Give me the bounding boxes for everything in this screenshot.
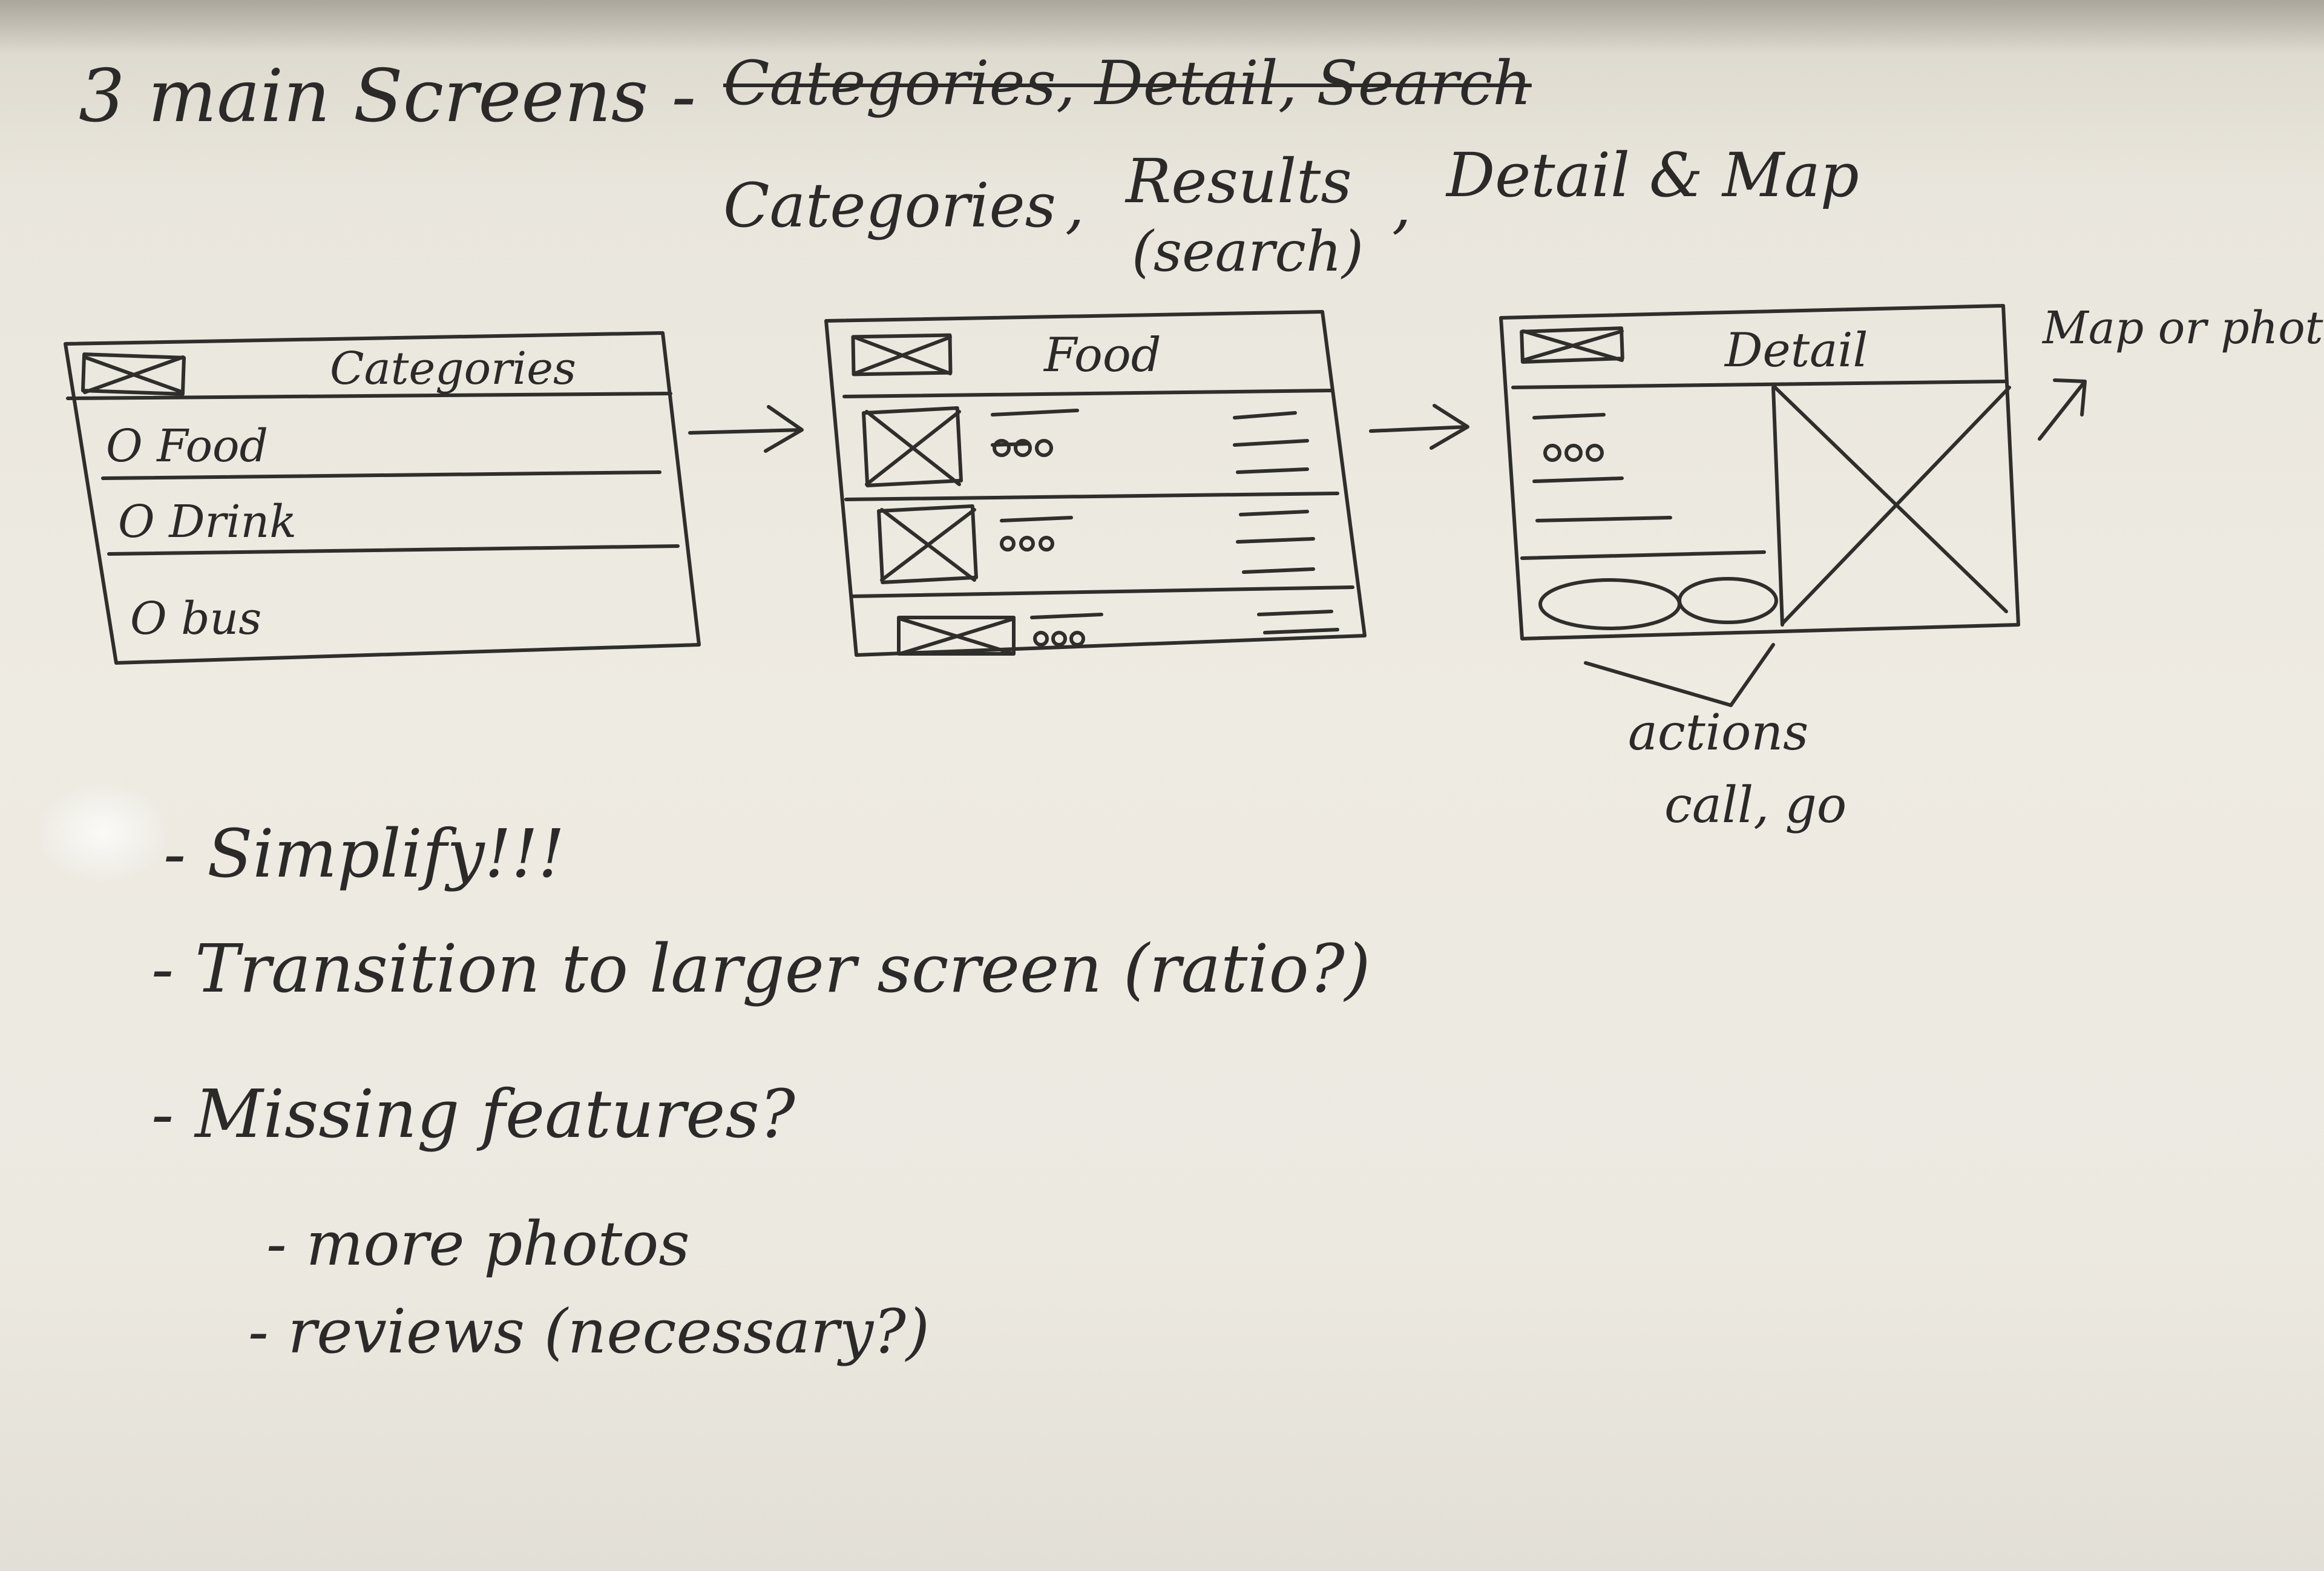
detail-screen-title: Detail bbox=[1725, 323, 1868, 378]
revised-separator-2: , bbox=[1392, 170, 1411, 241]
revised-screen-detail-map: Detail & Map bbox=[1446, 140, 1859, 211]
subnote-reviews: - reviews (necessary?) bbox=[248, 1296, 930, 1367]
header-struck-text: Categories, Detail, Search bbox=[723, 48, 1532, 119]
note-missing-features: - Missing features? bbox=[151, 1075, 795, 1153]
detail-screen-sketch bbox=[1499, 304, 2087, 707]
note-transition: - Transition to larger screen (ratio?) bbox=[151, 930, 1371, 1007]
arrow-results-to-detail bbox=[1369, 404, 1469, 450]
results-screen-sketch bbox=[824, 310, 1367, 657]
category-item-bus: O bus bbox=[130, 593, 262, 645]
paper-shadow bbox=[0, 0, 2324, 54]
categories-screen-sketch bbox=[64, 331, 701, 665]
actions-list: call, go bbox=[1664, 777, 1847, 834]
paper-crease bbox=[36, 781, 169, 884]
revised-separator-1: , bbox=[1065, 170, 1085, 241]
results-screen-title: Food bbox=[1044, 328, 1161, 383]
results-search-note: (search) bbox=[1132, 219, 1364, 284]
arrow-to-map-note bbox=[2038, 378, 2087, 441]
arrow-categories-to-results bbox=[688, 405, 804, 453]
note-simplify: - Simplify!!! bbox=[163, 815, 565, 892]
category-item-food: O Food bbox=[106, 420, 268, 472]
subnote-more-photos: - more photos bbox=[266, 1208, 690, 1279]
category-item-drink: O Drink bbox=[118, 496, 297, 548]
categories-screen-title: Categories bbox=[330, 343, 576, 395]
revised-screen-results: Results bbox=[1126, 146, 1352, 217]
header-title: 3 main Screens - bbox=[79, 54, 696, 139]
revised-screen-categories: Categories bbox=[723, 170, 1056, 241]
actions-brace bbox=[1584, 643, 1775, 707]
actions-label: actions bbox=[1628, 704, 1809, 762]
detail-side-note: Map or photo bbox=[2043, 302, 2324, 354]
